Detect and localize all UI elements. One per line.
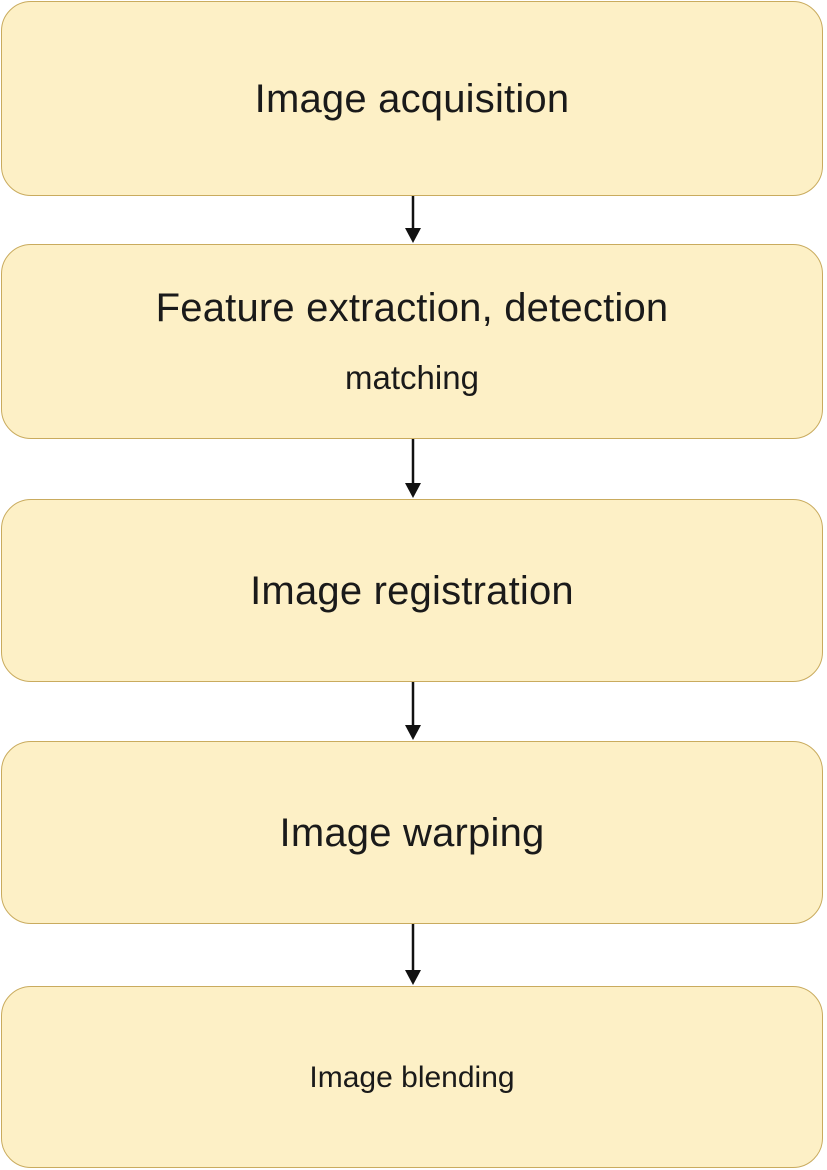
flow-arrow	[400, 439, 426, 499]
flow-arrow	[400, 196, 426, 244]
step-image-warping: Image warping	[1, 741, 823, 924]
flow-arrow	[400, 682, 426, 741]
step-label: Feature extraction, detection	[155, 286, 669, 331]
step-label: Image blending	[309, 1060, 515, 1094]
step-image-acquisition: Image acquisition	[1, 1, 823, 196]
flow-arrow	[400, 924, 426, 986]
step-label: Image registration	[250, 568, 574, 613]
step-image-registration: Image registration	[1, 499, 823, 682]
step-label: Image warping	[279, 810, 545, 855]
step-image-blending: Image blending	[1, 986, 823, 1168]
step-feature-extraction: Feature extraction, detection matching	[1, 244, 823, 439]
step-label: Image acquisition	[254, 76, 570, 121]
step-sublabel: matching	[345, 359, 479, 397]
